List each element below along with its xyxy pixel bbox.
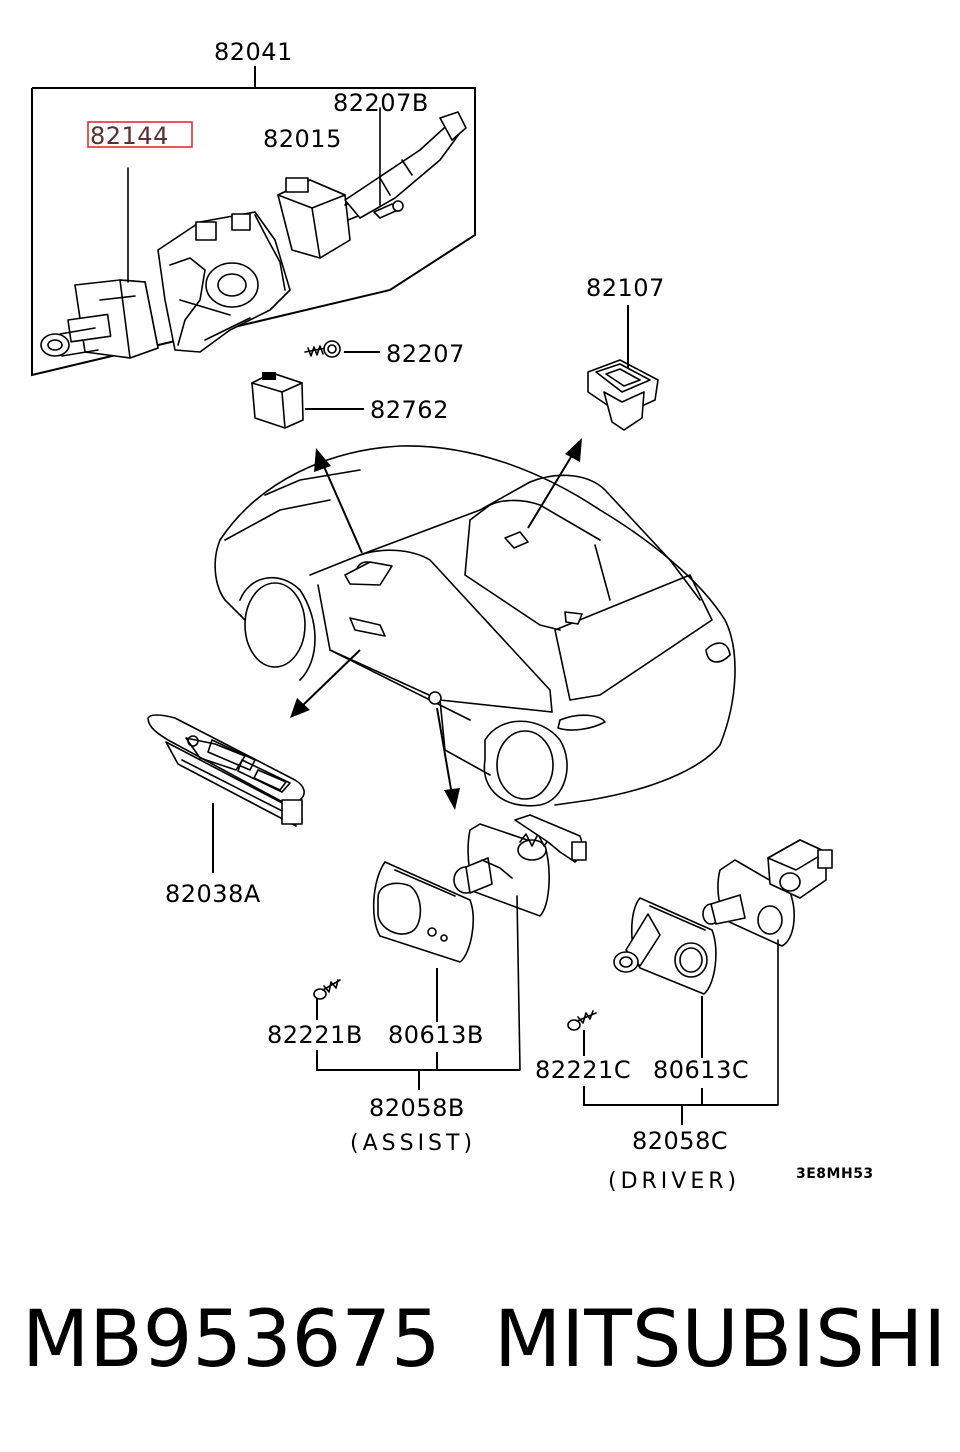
label-82144: 82144 (90, 122, 169, 150)
label-assist: (ASSIST) (350, 1131, 476, 1156)
label-82015: 82015 (263, 125, 342, 153)
screw-82207-illustration (304, 340, 380, 358)
screw-82221b-illustration (313, 979, 341, 1020)
door-switch-assist-illustration (372, 814, 587, 1071)
label-82207b: 82207B (333, 89, 429, 117)
label-driver: (DRIVER) (608, 1169, 740, 1194)
bracket-82058c (583, 1086, 778, 1125)
switch-lever-illustration (344, 107, 467, 219)
column-switch-illustration (40, 167, 159, 359)
screw-82221c-illustration (567, 1010, 597, 1056)
label-80613c: 80613C (653, 1056, 749, 1084)
label-82762: 82762 (370, 396, 449, 424)
door-switch-driver-illustration (613, 839, 833, 1106)
label-82107: 82107 (586, 274, 665, 302)
brand-footer: MITSUBISHI (494, 1295, 946, 1385)
combination-switch-assembly-box (31, 66, 476, 377)
label-82038a: 82038A (165, 880, 261, 908)
label-82207: 82207 (386, 340, 465, 368)
clock-spring-illustration (157, 211, 291, 353)
diagram-code: 3E8MH53 (796, 1166, 874, 1182)
pointer-arrows (290, 438, 582, 810)
relay-82762-illustration (251, 372, 364, 429)
label-82058c: 82058C (632, 1127, 728, 1155)
window-switch-82107-illustration (587, 305, 659, 431)
vehicle-outline (214, 445, 736, 807)
power-window-switch-82038a-illustration (147, 714, 305, 873)
bracket-82058b (316, 1050, 520, 1090)
label-82221c: 82221C (535, 1056, 631, 1084)
label-80613b: 80613B (388, 1021, 484, 1049)
part-number-footer: MB953675 (22, 1295, 441, 1385)
label-82221b: 82221B (267, 1021, 363, 1049)
highlight-box-82144 (87, 121, 193, 148)
label-82041: 82041 (214, 38, 293, 66)
label-82058b: 82058B (369, 1094, 465, 1122)
